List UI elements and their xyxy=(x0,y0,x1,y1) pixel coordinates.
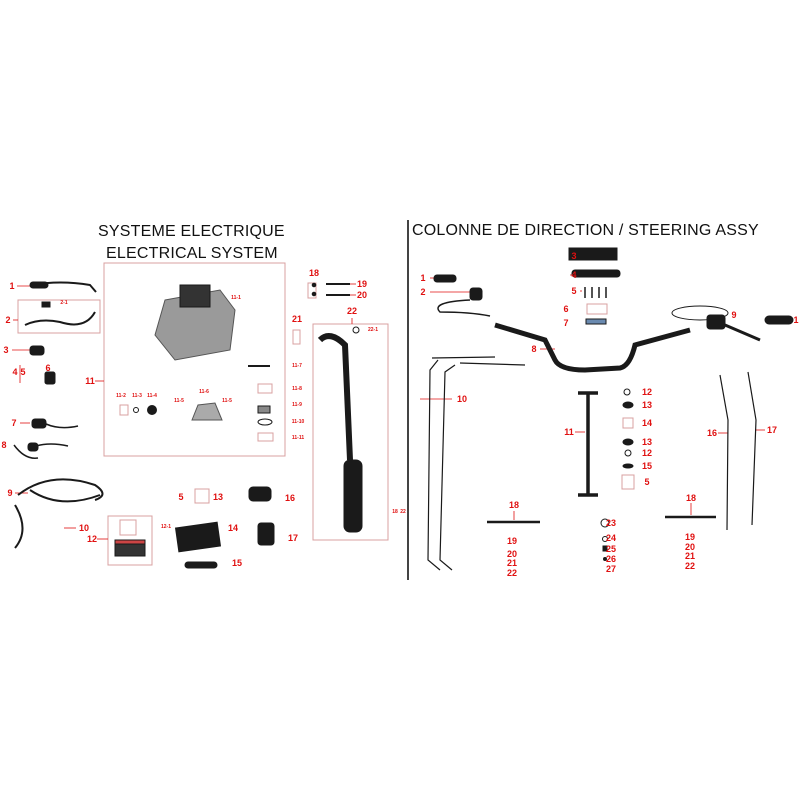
callout-18b: 18 xyxy=(392,509,398,515)
steer-callout-26: 26 xyxy=(605,554,617,564)
steer-callout-18b: 18 xyxy=(685,493,697,503)
callout-21: 21 xyxy=(291,314,303,324)
parts xyxy=(13,247,794,571)
steer-callout-1: 1 xyxy=(420,273,426,283)
callout-11-1: 11-1 xyxy=(231,295,241,301)
electrical-title-fr: SYSTEME ELECTRIQUE xyxy=(98,223,285,240)
callout-19: 19 xyxy=(356,279,368,289)
callout-11-10: 11-10 xyxy=(291,419,305,425)
steer-callout-20: 20 xyxy=(506,549,518,559)
callout-10: 10 xyxy=(78,523,90,533)
callout-16: 16 xyxy=(284,493,296,503)
callout-11-4: 11-4 xyxy=(147,393,157,399)
steer-callout-13b: 13 xyxy=(641,437,653,447)
callout-3: 3 xyxy=(3,345,9,355)
steer-callout-9: 9 xyxy=(731,310,737,320)
steer-callout-20b: 20 xyxy=(684,542,696,552)
steer-callout-21b: 21 xyxy=(684,551,696,561)
callout-2: 2 xyxy=(5,315,11,325)
callout-11-2: 11-2 xyxy=(116,393,126,399)
callout-11-11: 11-11 xyxy=(291,435,305,441)
steer-callout-6: 6 xyxy=(563,304,569,314)
steer-callout-7: 7 xyxy=(563,318,569,328)
callout-14: 14 xyxy=(227,523,239,533)
steer-callout-17: 17 xyxy=(766,425,778,435)
callout-11-5b: 11-5 xyxy=(222,398,232,404)
steer-callout-24: 24 xyxy=(605,533,617,543)
callout-20: 20 xyxy=(356,290,368,300)
callout-5: 5 xyxy=(20,367,26,377)
steer-callout-12: 12 xyxy=(641,387,653,397)
steer-callout-22b: 22 xyxy=(684,561,696,571)
callout-22-1: 22-1 xyxy=(367,327,379,333)
steer-callout-13: 13 xyxy=(641,400,653,410)
steer-callout-2: 2 xyxy=(420,287,426,297)
callout-11: 11 xyxy=(85,376,95,386)
steer-callout-27: 27 xyxy=(605,564,617,574)
callout-11-5: 11-5 xyxy=(174,398,184,404)
steer-callout-22: 22 xyxy=(506,568,518,578)
steer-callout-18: 18 xyxy=(508,500,520,510)
callout-9: 9 xyxy=(7,488,13,498)
callout-22b: 22 xyxy=(400,509,406,515)
steer-callout-14: 14 xyxy=(641,418,653,428)
steering-title: COLONNE DE DIRECTION / STEERING ASSY xyxy=(412,222,759,239)
callout-5b: 5 xyxy=(178,492,184,502)
steer-callout-19b: 19 xyxy=(684,532,696,542)
steer-callout-15: 15 xyxy=(641,461,653,471)
electrical-title-en: ELECTRICAL SYSTEM xyxy=(106,245,278,262)
steer-callout-5b: 5 xyxy=(644,477,650,487)
steer-callout-16: 16 xyxy=(706,428,718,438)
callout-15: 15 xyxy=(231,558,243,568)
steer-callout-5: 5 xyxy=(571,286,577,296)
callout-22: 22 xyxy=(346,306,358,316)
callout-8: 8 xyxy=(1,440,7,450)
callout-12: 12 xyxy=(86,534,98,544)
callout-2-1: 2-1 xyxy=(60,300,68,306)
callout-18: 18 xyxy=(308,268,320,278)
callout-12-1: 12-1 xyxy=(160,524,172,530)
steer-callout-10: 10 xyxy=(456,394,468,404)
callout-7: 7 xyxy=(11,418,17,428)
steer-callout-4: 4 xyxy=(571,270,577,280)
callout-11-6: 11-6 xyxy=(199,389,209,395)
steer-callout-12b: 12 xyxy=(641,448,653,458)
steer-callout-3: 3 xyxy=(571,251,577,261)
steer-callout-19: 19 xyxy=(506,536,518,546)
callout-11-7: 11-7 xyxy=(292,363,302,369)
steer-callout-25: 25 xyxy=(605,544,617,554)
steer-callout-11: 11 xyxy=(564,427,574,437)
steer-callout-23: 23 xyxy=(605,518,617,528)
callout-11-3: 11-3 xyxy=(132,393,142,399)
group-boxes xyxy=(17,262,389,566)
steer-callout-1b: 1 xyxy=(793,315,799,325)
callout-1: 1 xyxy=(9,281,15,291)
steer-callout-8: 8 xyxy=(531,344,537,354)
callout-4: 4 xyxy=(12,367,18,377)
callout-17: 17 xyxy=(287,533,299,543)
callout-11-9: 11-9 xyxy=(292,402,302,408)
callout-6: 6 xyxy=(45,363,51,373)
callout-13: 13 xyxy=(212,492,224,502)
callout-11-8: 11-8 xyxy=(292,386,302,392)
steer-callout-21: 21 xyxy=(506,558,518,568)
